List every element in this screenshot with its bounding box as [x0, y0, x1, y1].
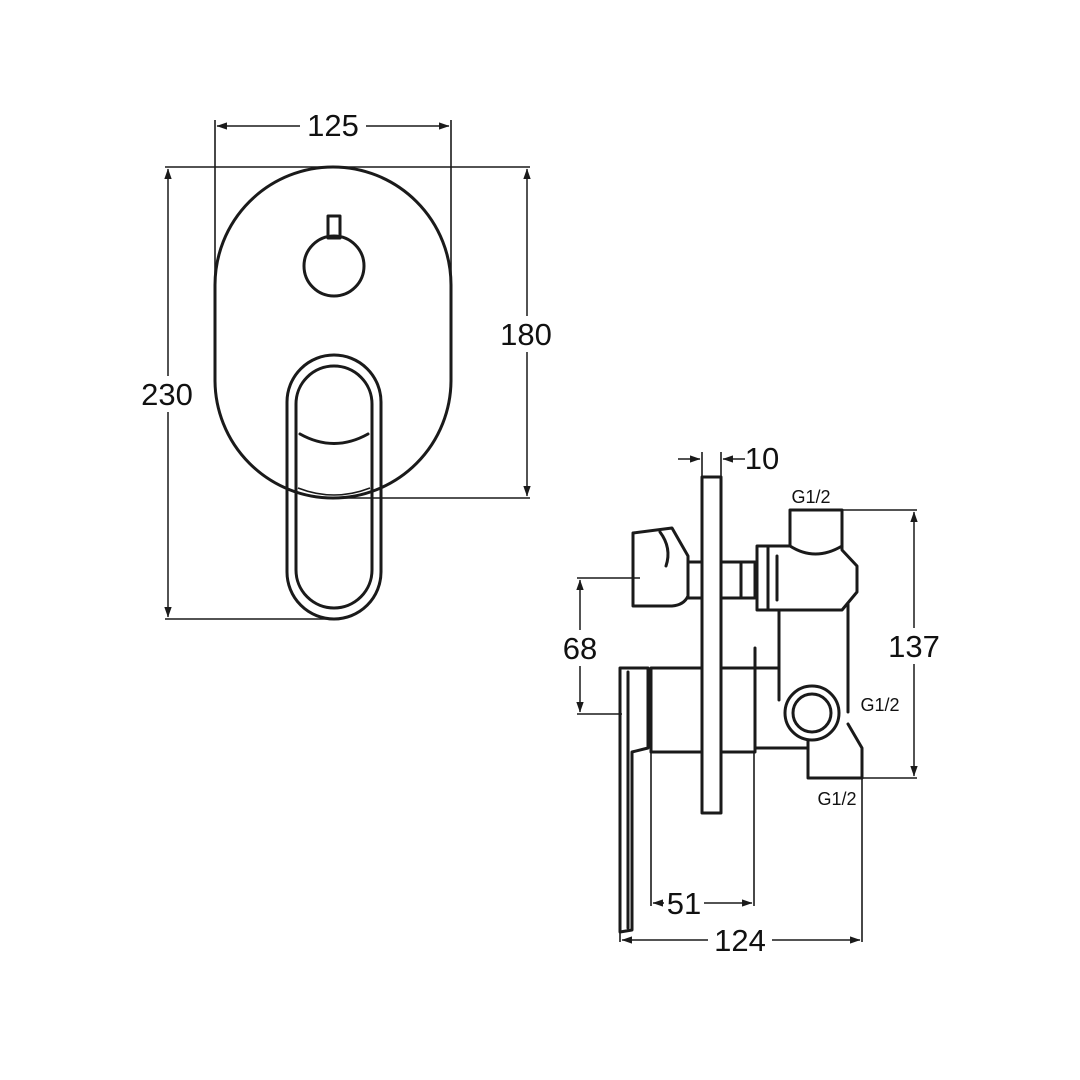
dim-body-depth: 51 [667, 886, 701, 921]
thread-label-middle: G1/2 [860, 695, 899, 715]
cartridge-body-back [719, 666, 757, 754]
outlet-middle-inner [791, 692, 833, 734]
dim-width-front: 125 [307, 108, 359, 143]
dim-handle-offset: 68 [563, 631, 597, 666]
dim-height-outlets: 137 [888, 629, 940, 664]
lever-handle [285, 353, 383, 621]
cover-plate [213, 165, 453, 500]
dim-height-plate: 180 [500, 317, 552, 352]
inlet-top [788, 518, 844, 556]
lever-side [618, 666, 650, 934]
plate-edge-through-lever [297, 487, 371, 496]
diverter-stem-back [719, 560, 743, 600]
diverter-knob [302, 234, 366, 298]
dim-total-depth: 124 [714, 923, 766, 958]
lever-handle-inner [294, 364, 374, 610]
diverter-knob-side [631, 526, 690, 608]
diverter-stem [686, 560, 704, 600]
dim-plate-thickness: 10 [745, 441, 779, 476]
diverter-knob-indicator [326, 214, 342, 240]
dim-height-total: 230 [141, 377, 193, 412]
side-view: 10 68 137 51 124 G1/2 G1/2 G1/2 [556, 441, 944, 958]
cartridge-body [649, 666, 704, 754]
outlet-middle-outer [783, 684, 841, 742]
wall-plate [700, 475, 723, 815]
valve-body-upper [755, 508, 859, 612]
front-view: 125 230 180 [138, 108, 557, 621]
lever-crescent [298, 432, 370, 445]
thread-label-top: G1/2 [791, 487, 830, 507]
thread-label-bottom: G1/2 [817, 789, 856, 809]
